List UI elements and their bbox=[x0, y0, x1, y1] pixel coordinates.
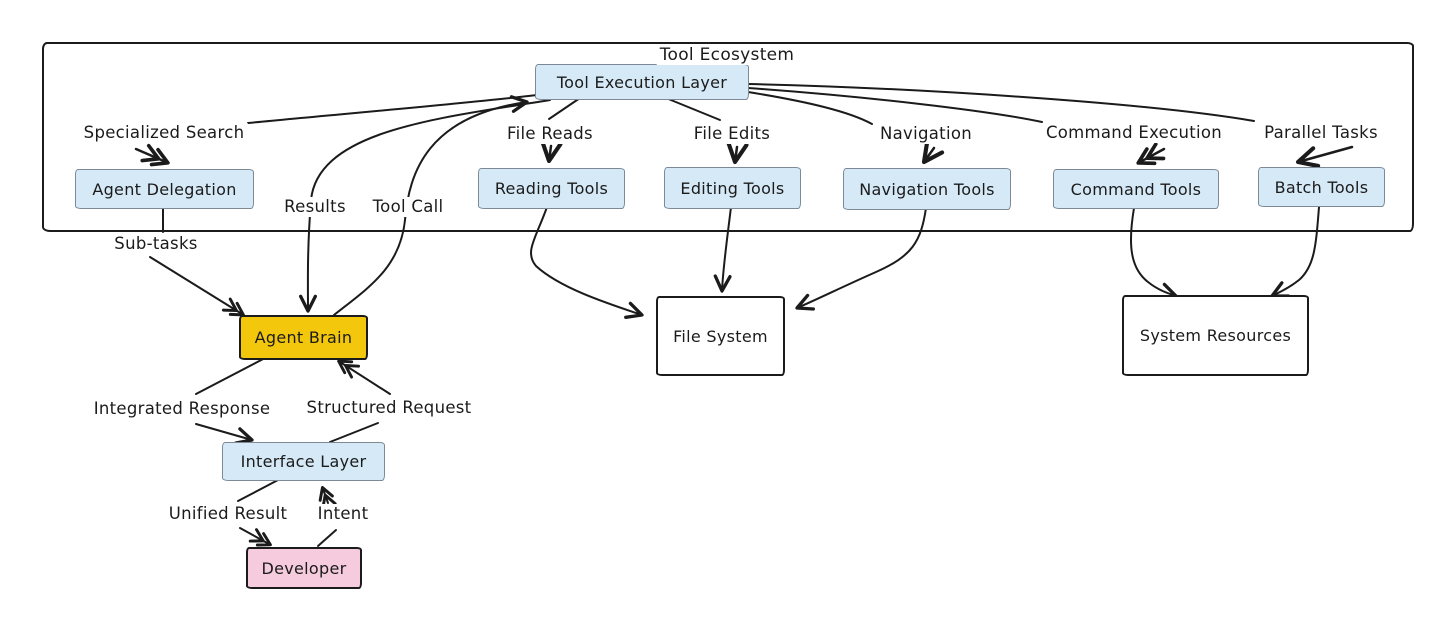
label-file-reads: File Reads bbox=[504, 124, 596, 144]
edge-integrated-response-b bbox=[195, 423, 254, 445]
frame-title: Tool Ecosystem bbox=[656, 45, 798, 65]
node-system-resources: System Resources bbox=[1122, 295, 1309, 376]
label-parallel-tasks: Parallel Tasks bbox=[1261, 123, 1381, 143]
node-navigation-tools: Navigation Tools bbox=[843, 168, 1011, 210]
label-navigation: Navigation bbox=[877, 124, 975, 144]
edge-integrated-response-a bbox=[195, 356, 268, 395]
label-structured-request: Structured Request bbox=[303, 398, 475, 418]
label-tool-call: Tool Call bbox=[369, 197, 447, 217]
edge-structured-request-b bbox=[337, 359, 391, 395]
edge-intent-b bbox=[318, 486, 337, 510]
edge-sub-tasks bbox=[149, 256, 245, 317]
label-intent: Intent bbox=[314, 504, 372, 524]
edge-intent-a bbox=[317, 529, 337, 547]
node-file-system: File System bbox=[656, 296, 785, 376]
node-developer: Developer bbox=[246, 547, 362, 589]
node-editing-tools: Editing Tools bbox=[664, 167, 801, 209]
node-agent-brain: Agent Brain bbox=[239, 315, 368, 360]
label-unified-result: Unified Result bbox=[165, 504, 291, 524]
node-interface-layer: Interface Layer bbox=[222, 442, 385, 481]
label-sub-tasks: Sub-tasks bbox=[111, 234, 201, 254]
edge-unified-result-b bbox=[239, 527, 272, 547]
node-tool-execution-layer: Tool Execution Layer bbox=[535, 64, 749, 100]
node-command-tools: Command Tools bbox=[1053, 169, 1219, 209]
edge-unified-result-a bbox=[237, 479, 279, 502]
label-file-edits: File Edits bbox=[690, 124, 774, 144]
node-agent-delegation: Agent Delegation bbox=[75, 169, 254, 209]
label-integrated-response: Integrated Response bbox=[90, 399, 274, 419]
label-specialized-search: Specialized Search bbox=[80, 123, 248, 143]
label-command-execution: Command Execution bbox=[1042, 123, 1226, 143]
edge-structured-request-a bbox=[329, 422, 379, 443]
label-results: Results bbox=[281, 197, 349, 217]
node-batch-tools: Batch Tools bbox=[1258, 167, 1385, 207]
node-reading-tools: Reading Tools bbox=[478, 168, 625, 209]
